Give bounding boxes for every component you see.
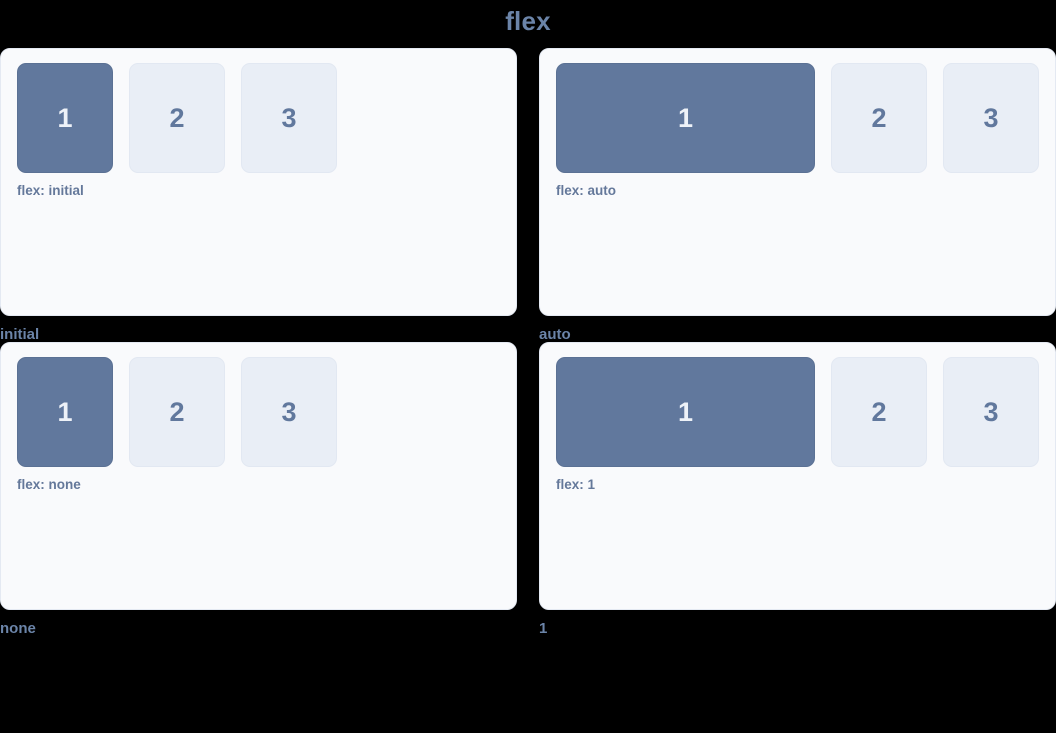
demo-panel-auto: 1 2 3 flex: auto <box>539 48 1056 316</box>
flex-item-2[interactable]: 2 <box>831 357 927 467</box>
panel-note: flex: 1 <box>556 477 596 492</box>
demo-panel-none: 1 2 3 flex: none <box>0 342 517 610</box>
flex-item-1[interactable]: 1 <box>556 357 815 467</box>
flex-item-3[interactable]: 3 <box>241 357 337 467</box>
flex-item-1[interactable]: 1 <box>17 357 113 467</box>
flex-item-2[interactable]: 2 <box>129 63 225 173</box>
flex-item-3[interactable]: 3 <box>241 63 337 173</box>
flex-container-auto: 1 2 3 <box>556 63 1039 173</box>
panel-note: flex: auto <box>556 183 617 198</box>
demo-caption-none: none <box>0 620 36 637</box>
demo-caption-auto: auto <box>539 326 571 343</box>
flex-item-3[interactable]: 3 <box>943 63 1039 173</box>
panel-note: flex: initial <box>17 183 84 198</box>
demo-caption-initial: initial <box>0 326 40 343</box>
demo-panel-one: 1 2 3 flex: 1 <box>539 342 1056 610</box>
demo-cell-none: 1 2 3 flex: none none <box>0 342 517 636</box>
demo-cell-initial: 1 2 3 flex: initial initial <box>0 48 517 342</box>
flex-item-1[interactable]: 1 <box>556 63 815 173</box>
demo-cell-auto: 1 2 3 flex: auto auto <box>539 48 1056 342</box>
demo-cell-one: 1 2 3 flex: 1 1 <box>539 342 1056 636</box>
flex-item-1[interactable]: 1 <box>17 63 113 173</box>
demo-caption-one: 1 <box>539 620 548 637</box>
page-title: flex <box>505 6 551 36</box>
panel-note: flex: none <box>17 477 81 492</box>
flex-container-initial: 1 2 3 <box>17 63 500 173</box>
flex-item-3[interactable]: 3 <box>943 357 1039 467</box>
flex-container-one: 1 2 3 <box>556 357 1039 467</box>
demo-panel-initial: 1 2 3 flex: initial <box>0 48 517 316</box>
flex-item-2[interactable]: 2 <box>129 357 225 467</box>
flex-demo-grid: 1 2 3 flex: initial initial 1 2 3 flex: … <box>0 48 1056 636</box>
flex-container-none: 1 2 3 <box>17 357 500 467</box>
flex-item-2[interactable]: 2 <box>831 63 927 173</box>
